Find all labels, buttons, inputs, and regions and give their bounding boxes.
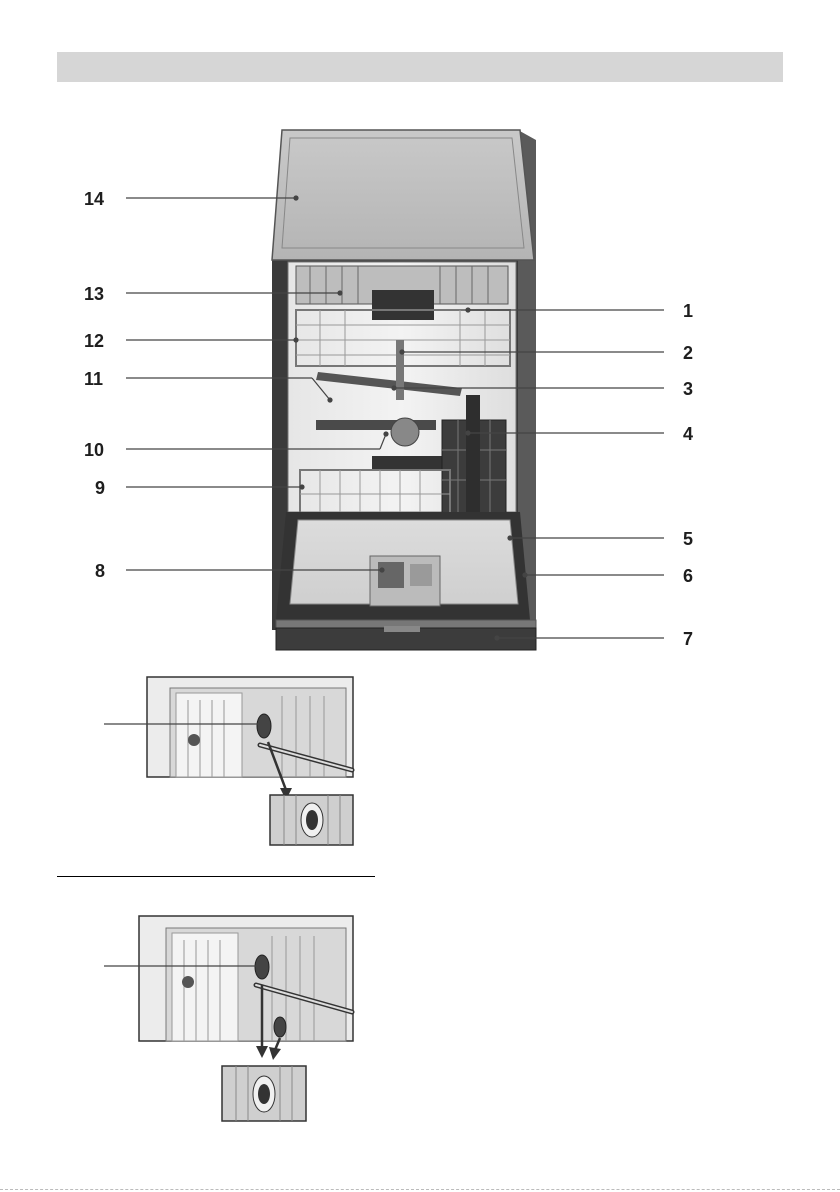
worktop-panel <box>272 130 534 260</box>
callout-13: 13 <box>84 284 104 304</box>
callout-5: 5 <box>683 529 693 549</box>
adjustment-screw-lower <box>274 1017 286 1037</box>
cutlery-tray-box <box>372 290 434 320</box>
callout-1: 1 <box>683 301 693 321</box>
filter-assembly <box>391 418 419 446</box>
callout-6: 6 <box>683 566 693 586</box>
arrow-icon-right <box>269 1047 281 1060</box>
callout-12: 12 <box>84 331 104 351</box>
callout-14: 14 <box>84 189 104 209</box>
section-divider <box>57 876 375 877</box>
callout-9: 9 <box>95 478 105 498</box>
callout-10: 10 <box>84 440 104 460</box>
page-bottom-border <box>0 1189 840 1190</box>
adjustment-screw <box>257 714 271 738</box>
arrow-icon-left <box>256 1046 268 1058</box>
callout-3: 3 <box>683 379 693 399</box>
callout-4: 4 <box>683 424 693 444</box>
adjustment-screw-upper <box>255 955 269 979</box>
callout-11: 11 <box>84 369 103 389</box>
dishwasher-illustration <box>272 130 536 650</box>
callout-7: 7 <box>683 629 693 649</box>
detail-illustration-1 <box>104 677 353 845</box>
callout-8: 8 <box>95 561 105 581</box>
callout-2: 2 <box>683 343 693 363</box>
detail-illustration-2 <box>104 916 353 1121</box>
